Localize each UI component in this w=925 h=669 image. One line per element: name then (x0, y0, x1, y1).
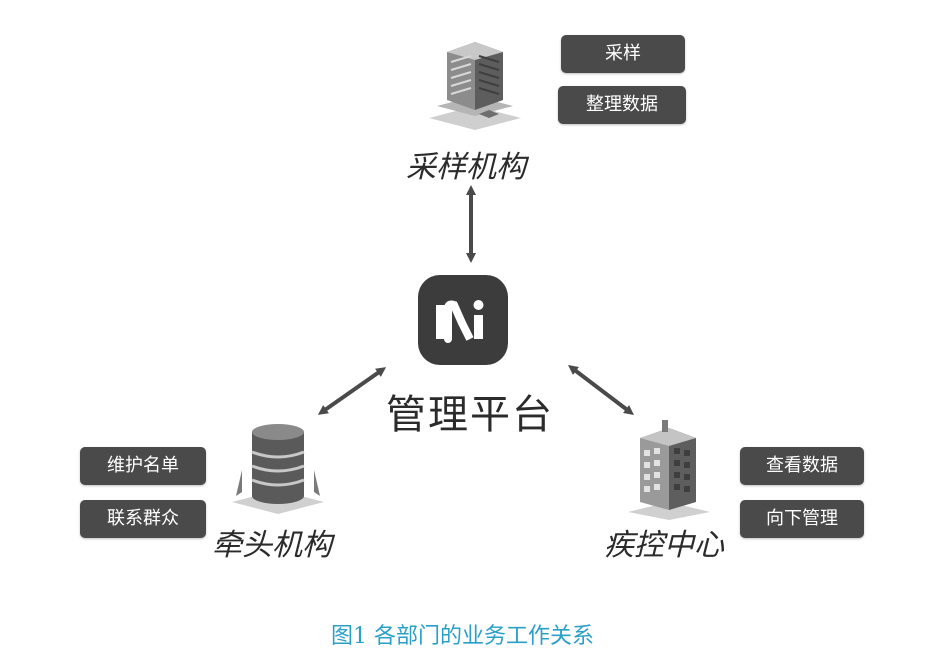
tag-organize-data: 整理数据 (558, 86, 686, 124)
arrow-platform-cdc (568, 364, 634, 416)
node-label-sampling: 采样机构 (406, 150, 526, 185)
node-label-platform: 管理平台 (386, 392, 554, 438)
tag-manage-down: 向下管理 (740, 500, 864, 538)
platform-logo-icon (418, 275, 508, 365)
tag-contact-public: 联系群众 (80, 500, 206, 538)
tag-view-data: 查看数据 (740, 447, 864, 485)
database-building-icon (232, 424, 324, 514)
tower-building-icon (628, 420, 710, 520)
node-label-lead: 牵头机构 (212, 528, 332, 563)
node-label-cdc: 疾控中心 (604, 528, 724, 563)
arrow-platform-lead (317, 367, 387, 415)
tag-sampling: 采样 (561, 35, 685, 73)
tag-maintain-list: 维护名单 (80, 447, 206, 485)
office-building-icon (429, 42, 521, 130)
figure-caption: 图1 各部门的业务工作关系 (331, 624, 594, 649)
